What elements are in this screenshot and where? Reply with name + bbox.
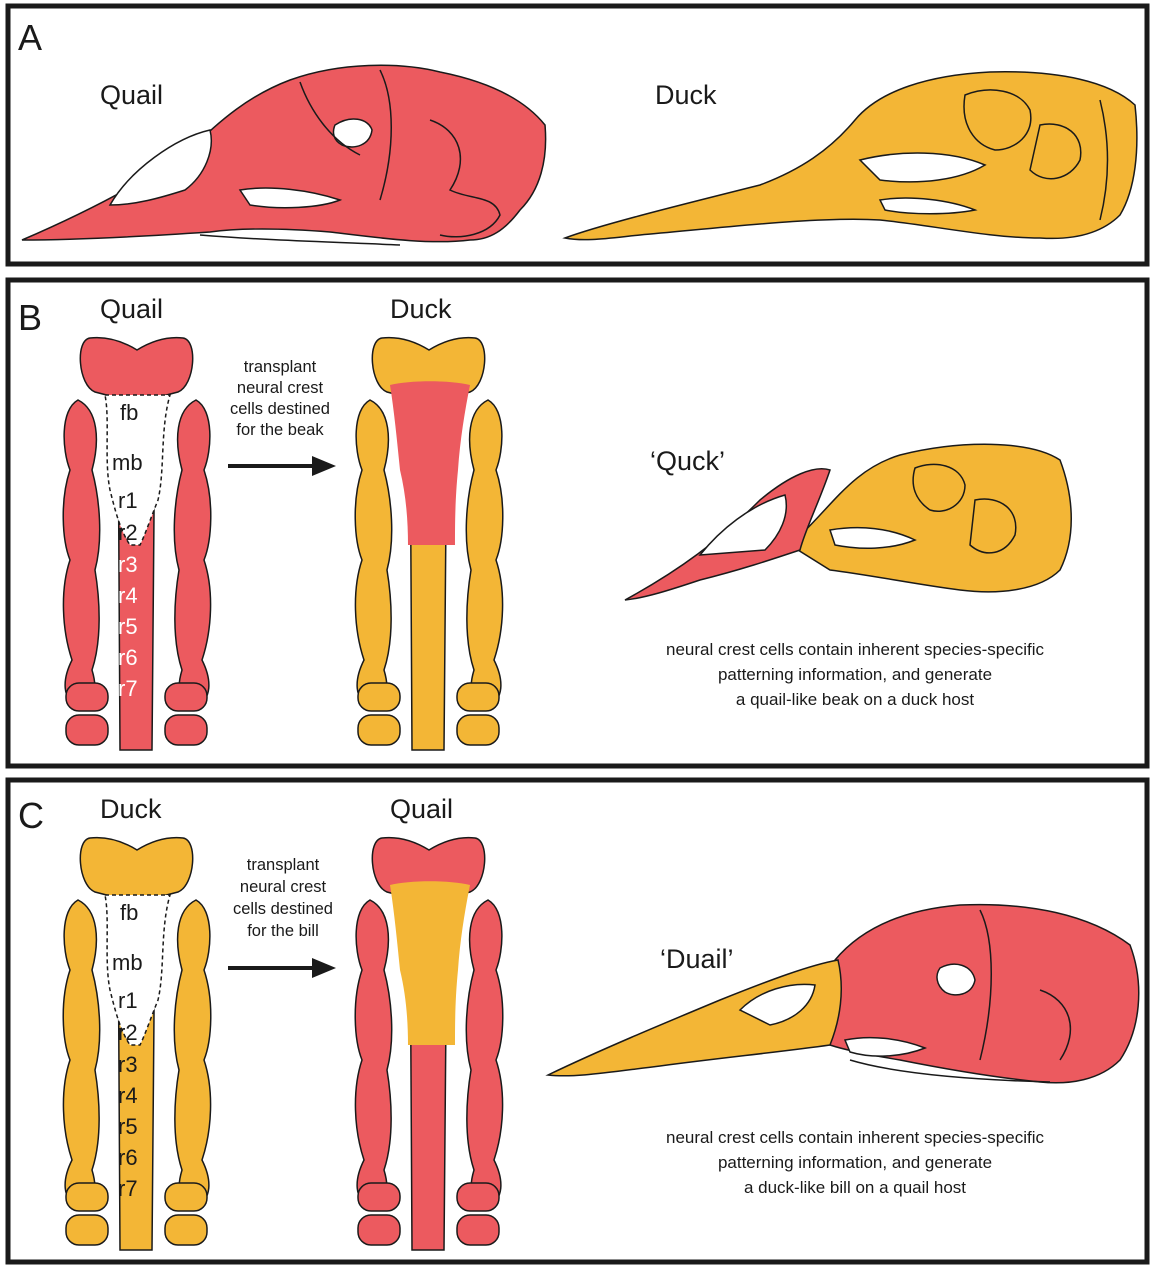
panel-a-letter: A	[18, 17, 42, 58]
region-label: fb	[120, 400, 138, 425]
region-label: r4	[118, 583, 138, 608]
panel-c-host-label: Quail	[390, 794, 453, 824]
svg-text:cells destined: cells destined	[233, 900, 333, 918]
panel-b-letter: B	[18, 297, 42, 338]
svg-text:a quail-like beak on a duck ho: a quail-like beak on a duck host	[736, 690, 974, 709]
svg-text:a duck-like bill on a quail ho: a duck-like bill on a quail host	[744, 1178, 966, 1197]
panel-c-donor-label: Duck	[100, 794, 162, 824]
region-label: r1	[118, 488, 138, 513]
svg-text:patterning information, and ge: patterning information, and generate	[718, 665, 992, 684]
region-label: r4	[118, 1083, 138, 1108]
region-label: r7	[118, 676, 138, 701]
region-label: r5	[118, 1114, 138, 1139]
region-label: r3	[118, 1052, 138, 1077]
chimera-label-quck: ‘Quck’	[650, 446, 725, 476]
region-label: r6	[118, 1145, 138, 1170]
svg-text:patterning information, and ge: patterning information, and generate	[718, 1153, 992, 1172]
svg-text:transplant: transplant	[247, 856, 320, 874]
region-label: fb	[120, 900, 138, 925]
svg-text:transplant: transplant	[244, 358, 317, 376]
region-label: r5	[118, 614, 138, 639]
region-label: r6	[118, 645, 138, 670]
panel-b-donor-label: Quail	[100, 294, 163, 324]
svg-text:neural crest cells contain inh: neural crest cells contain inherent spec…	[666, 1128, 1044, 1147]
panel-b-host-label: Duck	[390, 294, 452, 324]
region-label: r2	[118, 1020, 138, 1045]
panel-a-duck-label: Duck	[655, 80, 717, 110]
svg-text:for the bill: for the bill	[247, 922, 319, 940]
svg-text:neural crest: neural crest	[240, 878, 327, 896]
panel-a-quail-label: Quail	[100, 80, 163, 110]
svg-text:for the beak: for the beak	[236, 421, 324, 439]
svg-text:cells destined: cells destined	[230, 400, 330, 418]
svg-text:neural crest cells contain inh: neural crest cells contain inherent spec…	[666, 640, 1044, 659]
region-label: r1	[118, 988, 138, 1013]
region-label: mb	[112, 450, 143, 475]
panel-c-letter: C	[18, 795, 44, 836]
region-label: mb	[112, 950, 143, 975]
svg-text:neural crest: neural crest	[237, 379, 324, 397]
region-label: r7	[118, 1176, 138, 1201]
region-label: r3	[118, 552, 138, 577]
chimera-label-duail: ‘Duail’	[660, 944, 734, 974]
region-label: r2	[118, 520, 138, 545]
